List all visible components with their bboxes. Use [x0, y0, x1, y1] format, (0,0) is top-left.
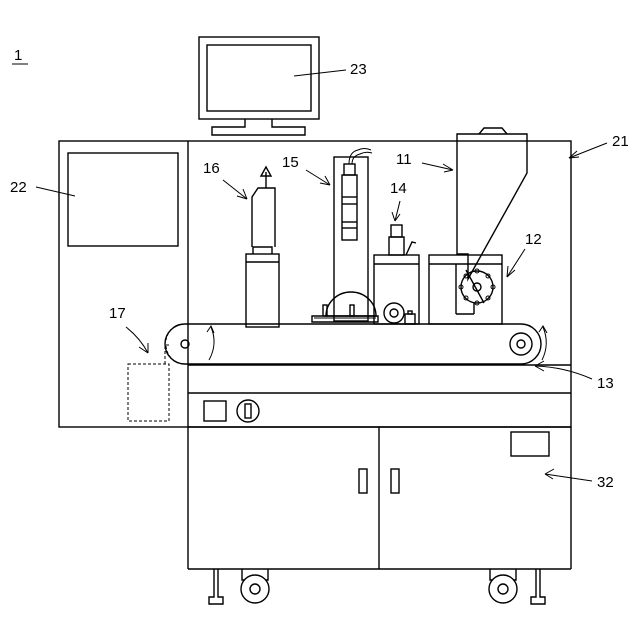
label-22: 22 — [10, 179, 27, 196]
label-14: 14 — [390, 180, 407, 197]
switch-round-slot — [245, 404, 251, 418]
hopper-feeder — [429, 128, 527, 324]
legs-and-casters — [209, 569, 545, 604]
label-12: 12 — [525, 231, 542, 248]
switch-round — [237, 400, 259, 422]
unit-15 — [312, 149, 378, 323]
discharge-unit — [128, 324, 185, 421]
unit-16 — [246, 167, 279, 327]
main-housing — [59, 141, 571, 569]
cabinet-panel — [511, 432, 549, 456]
label-23: 23 — [350, 61, 367, 78]
label-13: 13 — [597, 375, 614, 392]
label-21: 21 — [612, 133, 629, 150]
lower-cabinet — [188, 427, 571, 569]
conveyor — [165, 324, 547, 364]
unit-14 — [374, 225, 419, 324]
leader-lines — [36, 70, 607, 481]
label-17: 17 — [109, 305, 126, 322]
monitor — [199, 37, 319, 135]
label-16: 16 — [203, 160, 220, 177]
cabinet-handle-left — [359, 469, 367, 493]
figure-number: 1 — [14, 47, 22, 64]
label-15: 15 — [282, 154, 299, 171]
switch-square — [204, 401, 226, 421]
label-11: 11 — [396, 151, 412, 168]
cabinet-handle-right — [391, 469, 399, 493]
label-32: 32 — [597, 474, 614, 491]
feeder-gear-teeth — [459, 269, 495, 305]
control-panel-screen — [68, 153, 178, 246]
